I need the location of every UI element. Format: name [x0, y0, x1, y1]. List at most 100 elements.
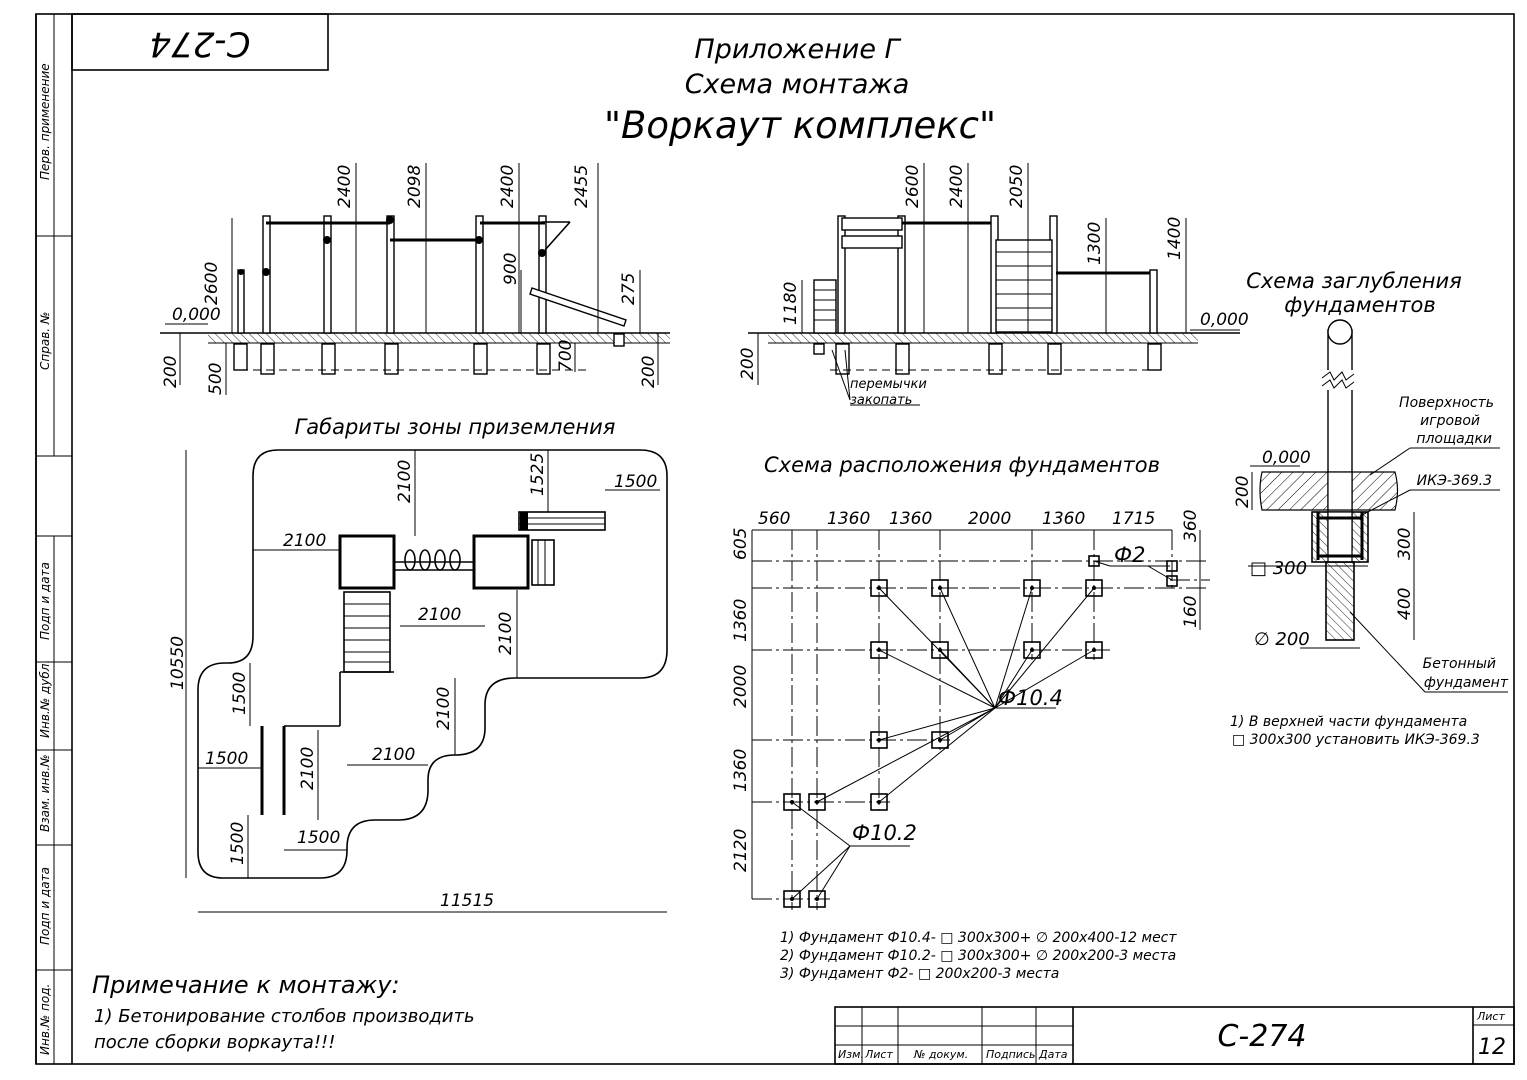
side-label-podp1: Подп и дата [38, 562, 52, 640]
depth-dim-400: 400 [1395, 588, 1415, 620]
sv-dim-200: 200 [738, 348, 758, 380]
zone-dim-1500-a: 1500 [230, 672, 250, 715]
fv-dim-2455: 2455 [572, 165, 592, 208]
depth-surface-2: игровой [1420, 413, 1480, 429]
sv-dim-2050: 2050 [1007, 165, 1027, 208]
depth-title-2: фундаментов [1284, 293, 1435, 317]
fv-dim-2400a: 2400 [335, 165, 355, 208]
fnd-right-160: 160 [1181, 596, 1201, 628]
depth-level: 0,000 [1262, 448, 1311, 468]
zone-dim-1500-c: 1500 [228, 822, 248, 865]
fnd-note-2: 2) Фундамент Ф10.2- □ 300x300+ ∅ 200x200… [780, 948, 1176, 964]
zone-dim-10550: 10550 [168, 636, 188, 690]
foundation-layout: Схема расположения фундаментов [731, 453, 1210, 982]
depth-title-1: Схема заглубления [1246, 269, 1462, 293]
depth-ike: ИКЭ-369.3 [1417, 473, 1492, 489]
depth-dia200: ∅ 200 [1254, 629, 1310, 650]
zone-dim-1500-top: 1500 [614, 472, 657, 492]
stamp-col-doc: № докум. [913, 1048, 968, 1061]
fnd-label-f102: Ф10.2 [852, 821, 917, 845]
stamp-sheet-label: Лист [1476, 1010, 1505, 1023]
sheet-outer-border [35, 13, 1515, 1065]
zone-dim-1525: 1525 [528, 453, 548, 496]
depth-sq300: □ 300 [1250, 558, 1307, 579]
fv-dim-200a: 200 [161, 356, 181, 388]
fv-dim-2600: 2600 [202, 262, 222, 305]
stamp-col-izm: Изм. [838, 1048, 864, 1061]
mount-note: Примечание к монтажу: 1) Бетонирование с… [92, 971, 475, 1053]
sv-dim-2600: 2600 [903, 165, 923, 208]
fv-dim-500: 500 [206, 363, 226, 395]
stamp-col-list: Лист [864, 1048, 893, 1061]
fnd-label-f104: Ф10.4 [998, 686, 1063, 710]
depth-note-2: □ 300x300 установить ИКЭ-369.3 [1232, 732, 1480, 748]
fnd-squares [783, 555, 1178, 908]
side-label-vzam: Взам. инв.№ [38, 754, 52, 832]
fv-dim-200b: 200 [639, 356, 659, 388]
side-label-inv-pod: Инв.№ под. [38, 984, 52, 1055]
sv-level: 0,000 [1200, 310, 1249, 330]
fnd-top-1715: 1715 [1112, 509, 1155, 529]
sv-note-2: закопать [850, 393, 912, 408]
sv-note-1: перемычки [850, 377, 927, 392]
fnd-top-1360c: 1360 [1042, 509, 1085, 529]
zone-dim-2100-right: 2100 [496, 612, 516, 655]
depth-dim-300: 300 [1395, 528, 1415, 560]
fnd-top-1360a: 1360 [827, 509, 870, 529]
fnd-title: Схема расположения фундаментов [764, 453, 1160, 477]
depth-note-1: 1) В верхней части фундамента [1230, 714, 1467, 730]
side-label-inv-dubl: Инв.№ дубл. [38, 660, 52, 738]
stamp-sheet-no: 12 [1478, 1035, 1506, 1060]
fnd-left-1360a: 1360 [731, 599, 751, 642]
fv-level: 0,000 [172, 305, 221, 325]
side-strip: Перв. применение Справ. № Подп и дата Ин… [36, 14, 72, 1064]
title-block: Изм. Лист № докум. Подпись Дата С-274 Ли… [834, 1006, 1515, 1065]
depth-concrete-2: фундамент [1424, 675, 1509, 691]
top-code-text: С-274 [150, 24, 251, 64]
stamp-col-date: Дата [1038, 1048, 1068, 1061]
fnd-left-2120: 2120 [731, 829, 751, 872]
fv-dim-275: 275 [619, 273, 639, 305]
fv-dim-900: 900 [501, 253, 521, 285]
zone-dim-2100-top: 2100 [395, 460, 415, 503]
zone-dim-2100-vert: 2100 [298, 747, 318, 790]
side-label-perv: Перв. применение [38, 63, 52, 180]
zone-title: Габариты зоны приземления [295, 415, 616, 439]
stamp-col-sign: Подпись [986, 1048, 1035, 1061]
side-label-sprav: Справ. № [38, 312, 52, 370]
sv-dim-1300: 1300 [1085, 222, 1105, 265]
fnd-note-3: 3) Фундамент Ф2- □ 200x200-3 места [780, 966, 1059, 982]
fnd-left-2000: 2000 [731, 665, 751, 708]
mount-note-line2: после сборки воркаута!!! [94, 1032, 335, 1053]
side-label-podp2: Подп и дата [38, 867, 52, 945]
fnd-label-f2: Ф2 [1114, 543, 1145, 567]
fnd-top-560: 560 [758, 509, 790, 529]
top-code-box [71, 13, 329, 71]
sv-dim-2400: 2400 [947, 165, 967, 208]
fnd-top-1360b: 1360 [889, 509, 932, 529]
zone-dim-2100-low: 2100 [372, 745, 415, 765]
fnd-right-360: 360 [1181, 510, 1201, 542]
front-view: 2600 2400 2098 2400 900 2455 275 0,000 2… [160, 163, 670, 395]
mount-note-title: Примечание к монтажу: [92, 971, 400, 999]
title-main: "Воркаут комплекс" [604, 104, 996, 147]
depth-surface-1: Поверхность [1399, 395, 1494, 411]
depth-surface-3: площадки [1416, 431, 1492, 447]
sv-dim-1180: 1180 [781, 282, 801, 325]
fv-dim-700: 700 [556, 340, 576, 372]
landing-zone: Габариты зоны приземления [168, 415, 668, 913]
zone-dim-2100-step: 2100 [434, 687, 454, 730]
zone-dim-11515: 11515 [440, 891, 494, 911]
zone-dim-1500-d: 1500 [297, 828, 340, 848]
depth-dim-200: 200 [1233, 476, 1253, 508]
stamp-code: С-274 [1217, 1019, 1306, 1054]
fnd-left-1360b: 1360 [731, 749, 751, 792]
depth-scheme: Схема заглубления фундаментов 200 300 40… [1230, 269, 1509, 748]
zone-dim-2100-left: 2100 [283, 531, 326, 551]
fv-dim-2098: 2098 [405, 165, 425, 208]
depth-concrete-1: Бетонный [1423, 656, 1496, 672]
fnd-top-2000: 2000 [968, 509, 1011, 529]
zone-dim-2100-mid: 2100 [418, 605, 461, 625]
fv-dim-2400b: 2400 [498, 165, 518, 208]
